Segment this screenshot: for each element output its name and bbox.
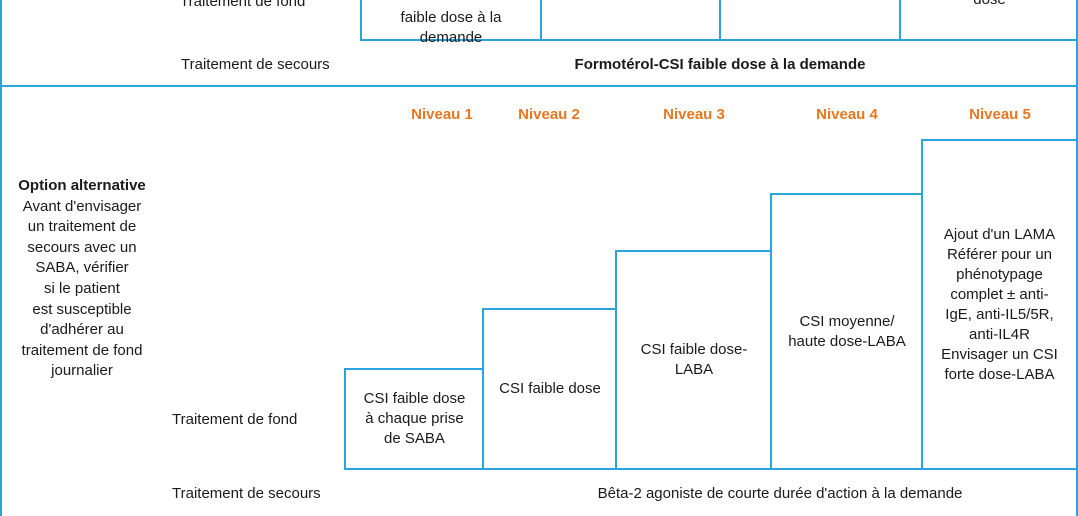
alt-reliever-label: Traitement de secours (172, 485, 321, 502)
step-3-text: CSI faible dose- LABA (640, 341, 748, 378)
alt-controller-label: Traitement de fond (172, 411, 298, 428)
level-2-header: Niveau 2 (518, 106, 580, 123)
section-divider-bottom (0, 86, 1078, 87)
top-cell-1-text: faible dose à la demande (400, 9, 502, 46)
top-cell-1: faible dose à la demande (360, 0, 542, 46)
step-5-text: Ajout d'un LAMA Référer pour un phénotyp… (941, 225, 1058, 383)
top-cell-3 (719, 0, 901, 41)
alt-reliever-value: Bêta-2 agoniste de courte durée d'action… (597, 485, 963, 502)
step-4-box: CSI moyenne/ haute dose-LABA (770, 193, 924, 470)
step-2-box: CSI faible dose (482, 308, 618, 470)
level-3-header: Niveau 3 (663, 106, 725, 123)
level-1-header: Niveau 1 (411, 106, 473, 123)
step-5-box: Ajout d'un LAMA Référer pour un phénotyp… (921, 139, 1078, 470)
step-3-box: CSI faible dose- LABA (615, 250, 773, 470)
alternative-option-text: Avant d'envisager un traitement de secou… (21, 197, 143, 380)
level-5-header: Niveau 5 (969, 106, 1031, 123)
top-cell-2 (540, 0, 721, 41)
step-1-box: CSI faible dose à chaque prise de SABA (344, 368, 485, 470)
step-1-text: CSI faible dose à chaque prise de SABA (363, 390, 466, 447)
top-reliever-value: Formotérol-CSI faible dose à la demande (574, 56, 866, 73)
top-cell-4-text: dose (973, 0, 1006, 8)
level-4-header: Niveau 4 (816, 106, 878, 123)
alternative-option-panel: Option alternative Avant d'envisager un … (6, 176, 158, 382)
top-cell-4: dose (899, 0, 1078, 41)
step-2-text: CSI faible dose (499, 380, 601, 397)
top-controller-label: Traitement de fond (180, 0, 306, 10)
top-reliever-label: Traitement de secours (181, 56, 330, 73)
step-4-text: CSI moyenne/ haute dose-LABA (788, 312, 906, 350)
alternative-option-title: Option alternative (18, 177, 146, 194)
